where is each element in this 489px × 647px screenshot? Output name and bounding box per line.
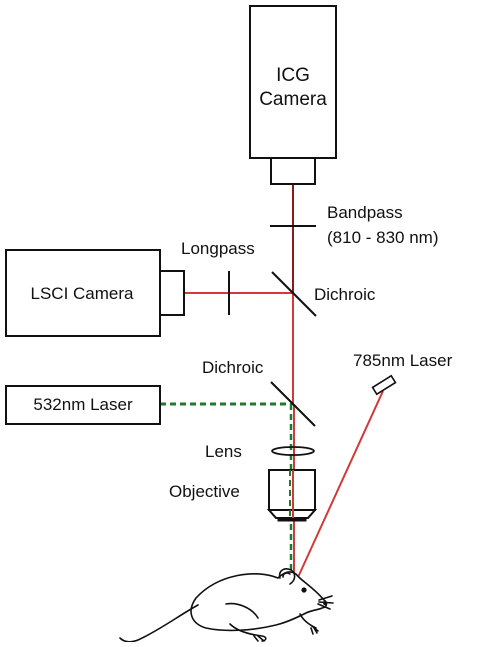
lsci-camera: LSCI Camera (5, 249, 185, 337)
lsci-camera-label: LSCI Camera (31, 284, 135, 303)
lens-label: Lens (205, 442, 242, 461)
lens (271, 446, 315, 456)
laser-532-label: 532nm Laser (33, 395, 133, 414)
beam-785-path (293, 390, 384, 587)
bandpass-label-2: (810 - 830 nm) (327, 228, 439, 247)
rat-icon (119, 568, 334, 643)
laser-532: 532nm Laser (5, 385, 161, 425)
longpass-label: Longpass (181, 239, 255, 258)
icg-camera: ICG Camera (249, 5, 337, 185)
bandpass-label-1: Bandpass (327, 203, 403, 222)
dichroic-upper (271, 271, 317, 317)
dichroic-lower-label: Dichroic (202, 358, 264, 377)
icg-camera-label-1: ICG (276, 65, 310, 86)
laser-785: 785nm Laser (353, 351, 453, 396)
dichroic-upper-label: Dichroic (314, 285, 376, 304)
objective-label: Objective (169, 482, 240, 501)
laser-785-label: 785nm Laser (353, 351, 453, 370)
icg-camera-label-2: Camera (259, 89, 327, 110)
dichroic-lower (270, 381, 316, 427)
objective (266, 469, 318, 522)
